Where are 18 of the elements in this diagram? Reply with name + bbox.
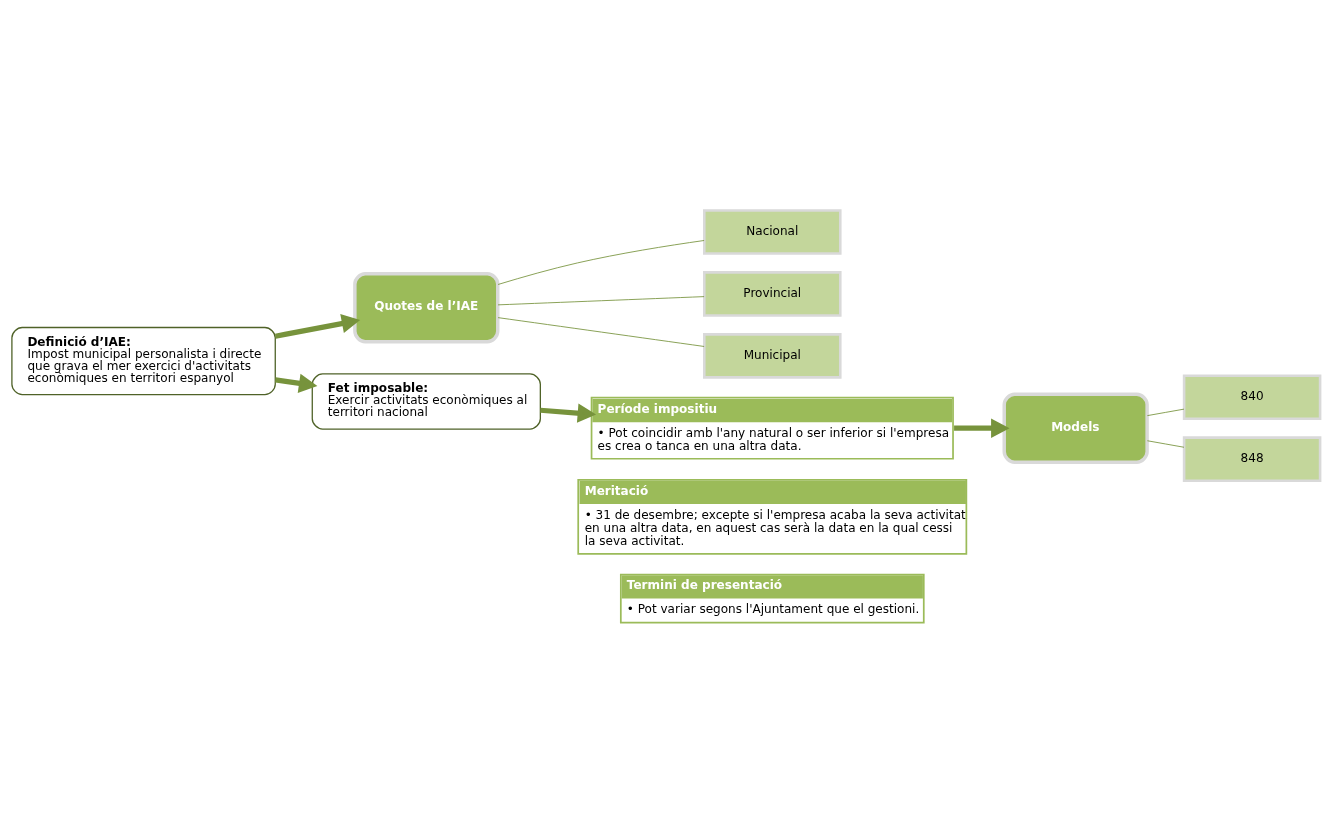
node-box: Models	[1002, 392, 1149, 464]
node-box: Definició d’IAE: Impost municipal personalista i directe que grava el mer exercici d'activitats econòmiques en territori espanyol	[11, 326, 276, 396]
arrow	[275, 373, 318, 393]
connector	[497, 317, 705, 347]
node-box: Quotes de l’IAE	[353, 271, 500, 344]
connector	[1146, 408, 1185, 417]
arrow	[540, 403, 597, 423]
arrow	[954, 418, 1010, 438]
node-box: 848	[1182, 436, 1322, 482]
node-box: Provincial	[703, 271, 842, 317]
node-box: Fet imposable: Exercir activitats econòmiques al territori nacional	[311, 373, 541, 430]
arrow	[275, 314, 361, 339]
connector	[497, 296, 705, 306]
connector	[497, 240, 705, 285]
connector	[1146, 440, 1185, 448]
node-box: Nacional	[703, 209, 842, 255]
node-box: 840	[1182, 374, 1322, 420]
node-box: Municipal	[703, 333, 842, 379]
